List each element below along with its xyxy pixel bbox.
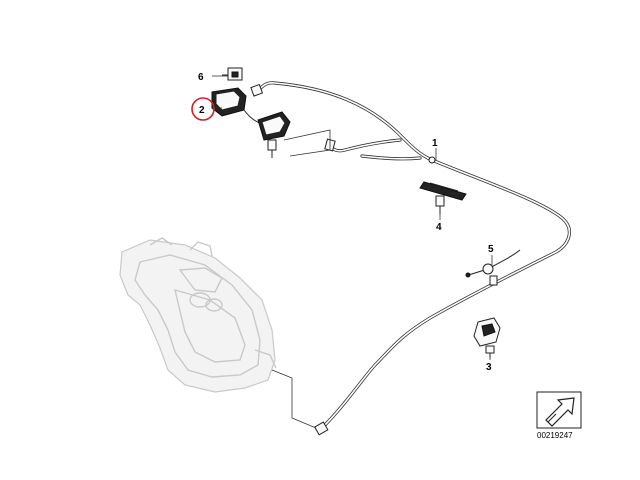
washer-hose (250, 81, 572, 436)
callout-1: 1 (432, 138, 438, 149)
arrow-icon (536, 391, 582, 429)
callout-6: 6 (198, 72, 204, 83)
callout-4: 4 (436, 222, 442, 233)
washer-nozzle (211, 87, 331, 158)
fitting-item-5 (465, 249, 521, 286)
callout-2: 2 (199, 105, 205, 116)
ghost-reservoir (119, 237, 277, 393)
callout-3: 3 (486, 362, 492, 373)
callout-5: 5 (488, 244, 494, 255)
clip-item-6 (222, 67, 243, 81)
holder-item-3 (473, 317, 501, 358)
diagram-code: 00219247 (537, 431, 573, 440)
callout-2-highlight: 2 (191, 97, 215, 121)
grommet-item-4 (419, 181, 467, 214)
leader-lines (212, 75, 493, 429)
